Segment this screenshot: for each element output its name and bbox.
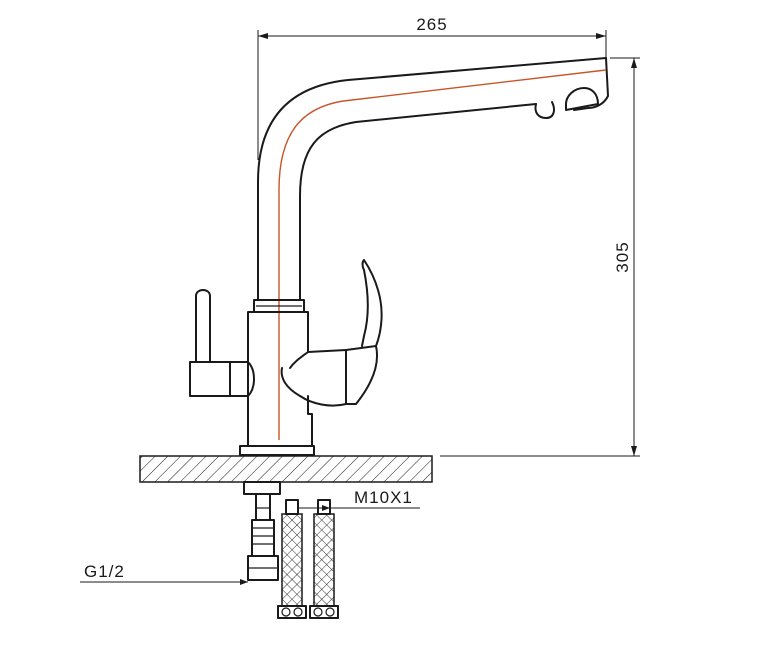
- supply-thread-label: G1/2: [84, 562, 125, 581]
- mixer-lever: [280, 259, 383, 407]
- callout-supply-thread: G1/2: [80, 562, 248, 585]
- countertop: [139, 455, 433, 483]
- faucet-body: [239, 311, 315, 456]
- mounting-shank: [243, 481, 281, 581]
- dimension-height-label: 305: [613, 241, 632, 272]
- filter-water-handle: [189, 289, 255, 397]
- dimension-width: 265: [257, 15, 607, 160]
- spout: [257, 57, 609, 440]
- dimension-width-label: 265: [416, 15, 447, 34]
- dimension-height: 305: [440, 57, 640, 457]
- flexible-hose-right: [309, 499, 339, 619]
- hose-thread-label: M10X1: [354, 488, 413, 507]
- flexible-hose-left: [277, 499, 307, 619]
- callout-hose-thread: M10X1: [298, 488, 420, 511]
